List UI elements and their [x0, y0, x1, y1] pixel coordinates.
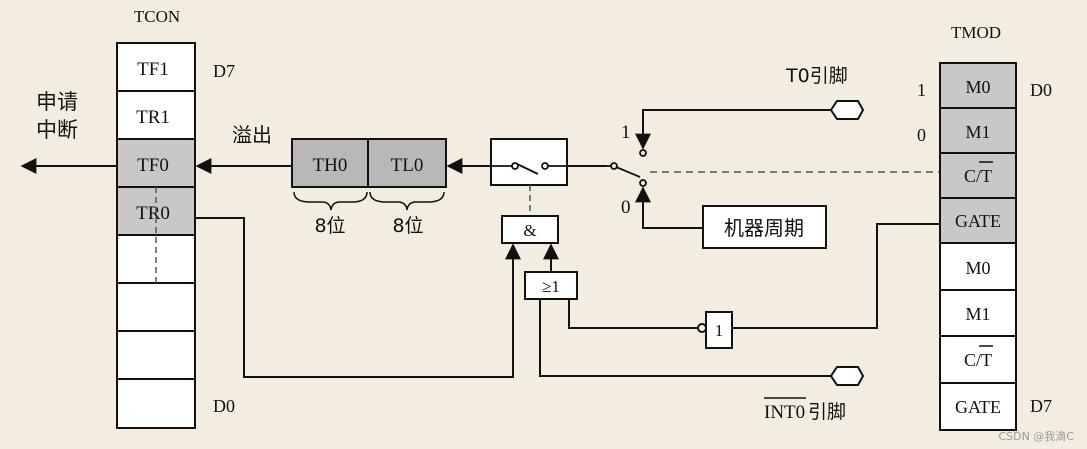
and-gate: [501, 215, 559, 244]
tcon-register: [116, 42, 196, 429]
control-switch-symbol: [491, 162, 567, 175]
not-gate-label: 1: [715, 321, 724, 340]
tl0-register: TL0: [391, 155, 424, 176]
overflow-label: 溢出: [232, 123, 272, 147]
tl0-width-label: 8位: [392, 215, 423, 237]
control-switch-box: [490, 138, 568, 186]
tcon-tr1-cell: TR1: [136, 107, 170, 128]
tmod-m0-value: 1: [917, 80, 926, 100]
gate-bit-to-not-line: [732, 223, 940, 329]
counter-registers: [291, 138, 447, 188]
tmod-gate-cell-low: GATE: [955, 211, 1001, 231]
int0-pin-label: INT0 引脚: [764, 397, 846, 423]
tmod-m1-value: 0: [917, 125, 926, 145]
tmod-m1-cell-low: M1: [965, 122, 990, 142]
tmod-ct-cell-low: C/T: [964, 166, 992, 186]
th0-width-label: 8位: [314, 215, 345, 237]
tmod-gate-cell-high: GATE: [955, 397, 1001, 417]
t0-pin-to-selector: [635, 109, 831, 150]
int0-name: INT0: [764, 402, 805, 423]
int0-to-or-line: [539, 299, 831, 377]
tcon-tr0-cell: TR0: [136, 203, 170, 224]
not-gate-bubble: [697, 323, 707, 333]
int0-pin-suffix: 引脚: [808, 401, 846, 423]
tmod-register: [939, 62, 1017, 431]
int0-pin-connector: [829, 366, 865, 386]
tr0-to-and-line: [195, 217, 521, 378]
interrupt-request-label-2: 中断: [36, 118, 78, 142]
tcon-tf1-cell: TF1: [137, 59, 169, 80]
and-gate-label: &: [523, 221, 536, 240]
watermark: CSDN @我滴C: [998, 429, 1074, 443]
ct-selector-switch: [606, 149, 647, 187]
tmod-bit-d0: D0: [1030, 80, 1052, 100]
tmod-m0-cell-low: M0: [965, 77, 990, 97]
tmod-m0-cell-high: M0: [965, 258, 990, 278]
machine-cycle-to-selector: [635, 186, 703, 229]
tcon-bit-d7: D7: [213, 61, 235, 81]
selector-position-0: 0: [621, 197, 631, 218]
tcon-title: TCON: [134, 7, 180, 26]
selector-position-1: 1: [621, 122, 631, 143]
t0-pin-label: T0引脚: [785, 65, 848, 87]
tl0-width-brace: [369, 191, 445, 211]
tmod-m1-cell-high: M1: [965, 304, 990, 324]
tmod-bit-d7: D7: [1030, 396, 1052, 416]
tmod-ct-cell-high: C/T: [964, 350, 992, 370]
th0-register: TH0: [313, 155, 348, 176]
or-gate: [524, 271, 578, 300]
th0-width-brace: [293, 191, 368, 211]
tcon-bit-d0: D0: [213, 396, 235, 416]
or-gate-label: ≥1: [542, 277, 560, 296]
not-to-or-line: [568, 299, 698, 329]
tmod-title: TMOD: [951, 23, 1001, 42]
t0-pin-connector: [829, 100, 865, 120]
machine-cycle-label: 机器周期: [724, 216, 804, 240]
tcon-tf0-cell: TF0: [137, 155, 169, 176]
interrupt-request-label-1: 申请: [36, 90, 78, 114]
